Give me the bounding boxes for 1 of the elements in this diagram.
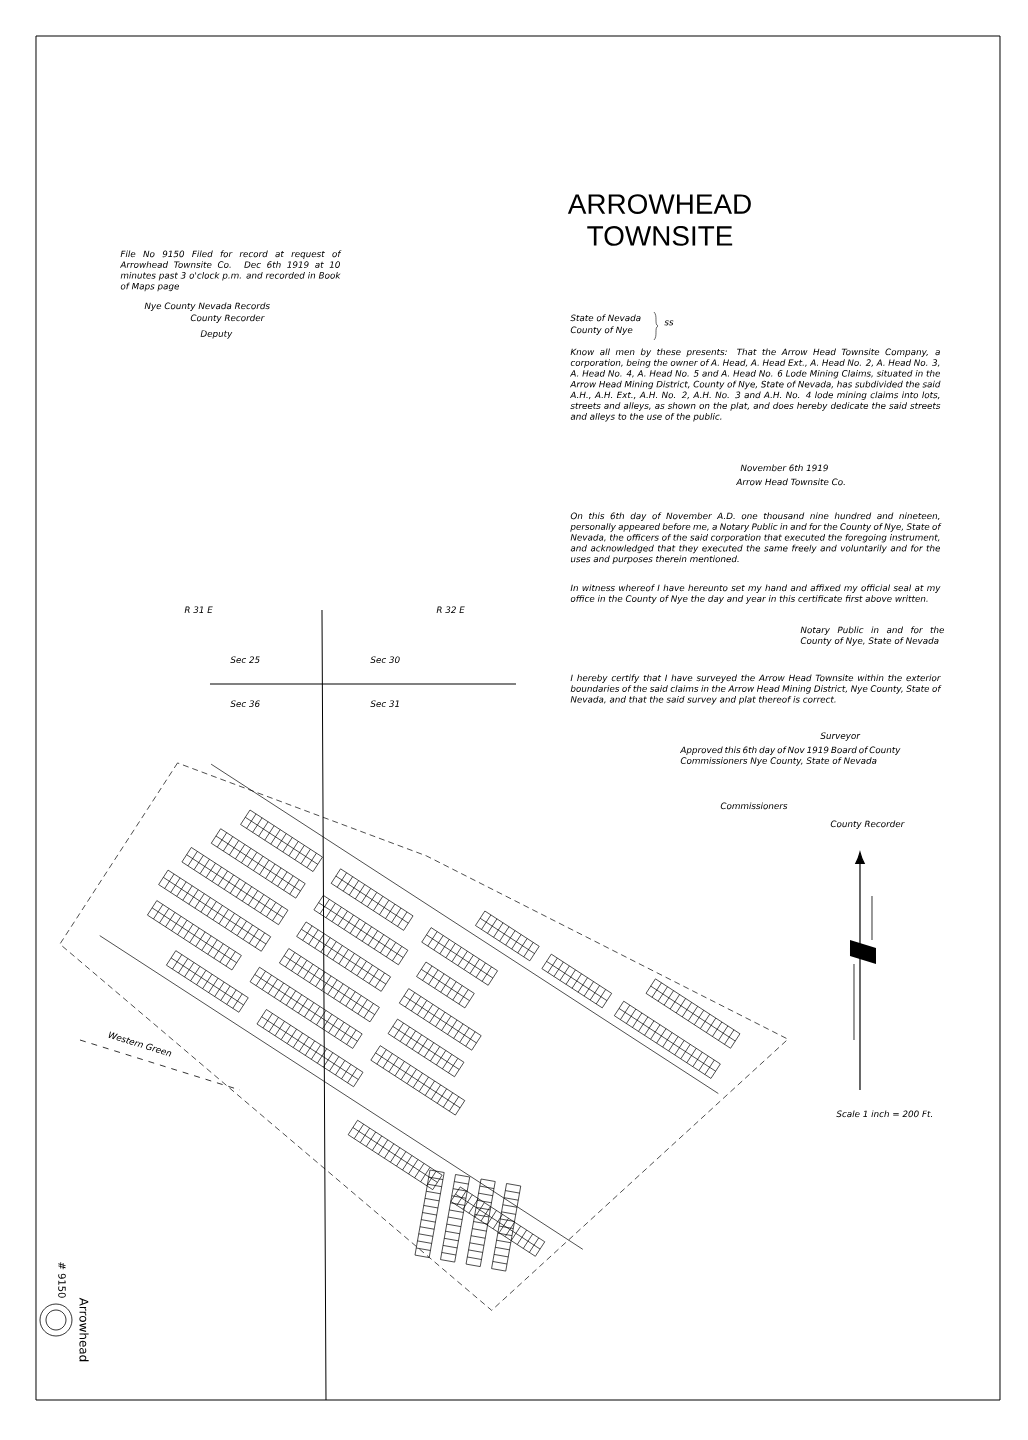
title: ARROWHEAD TOWNSITE: [567, 194, 751, 246]
